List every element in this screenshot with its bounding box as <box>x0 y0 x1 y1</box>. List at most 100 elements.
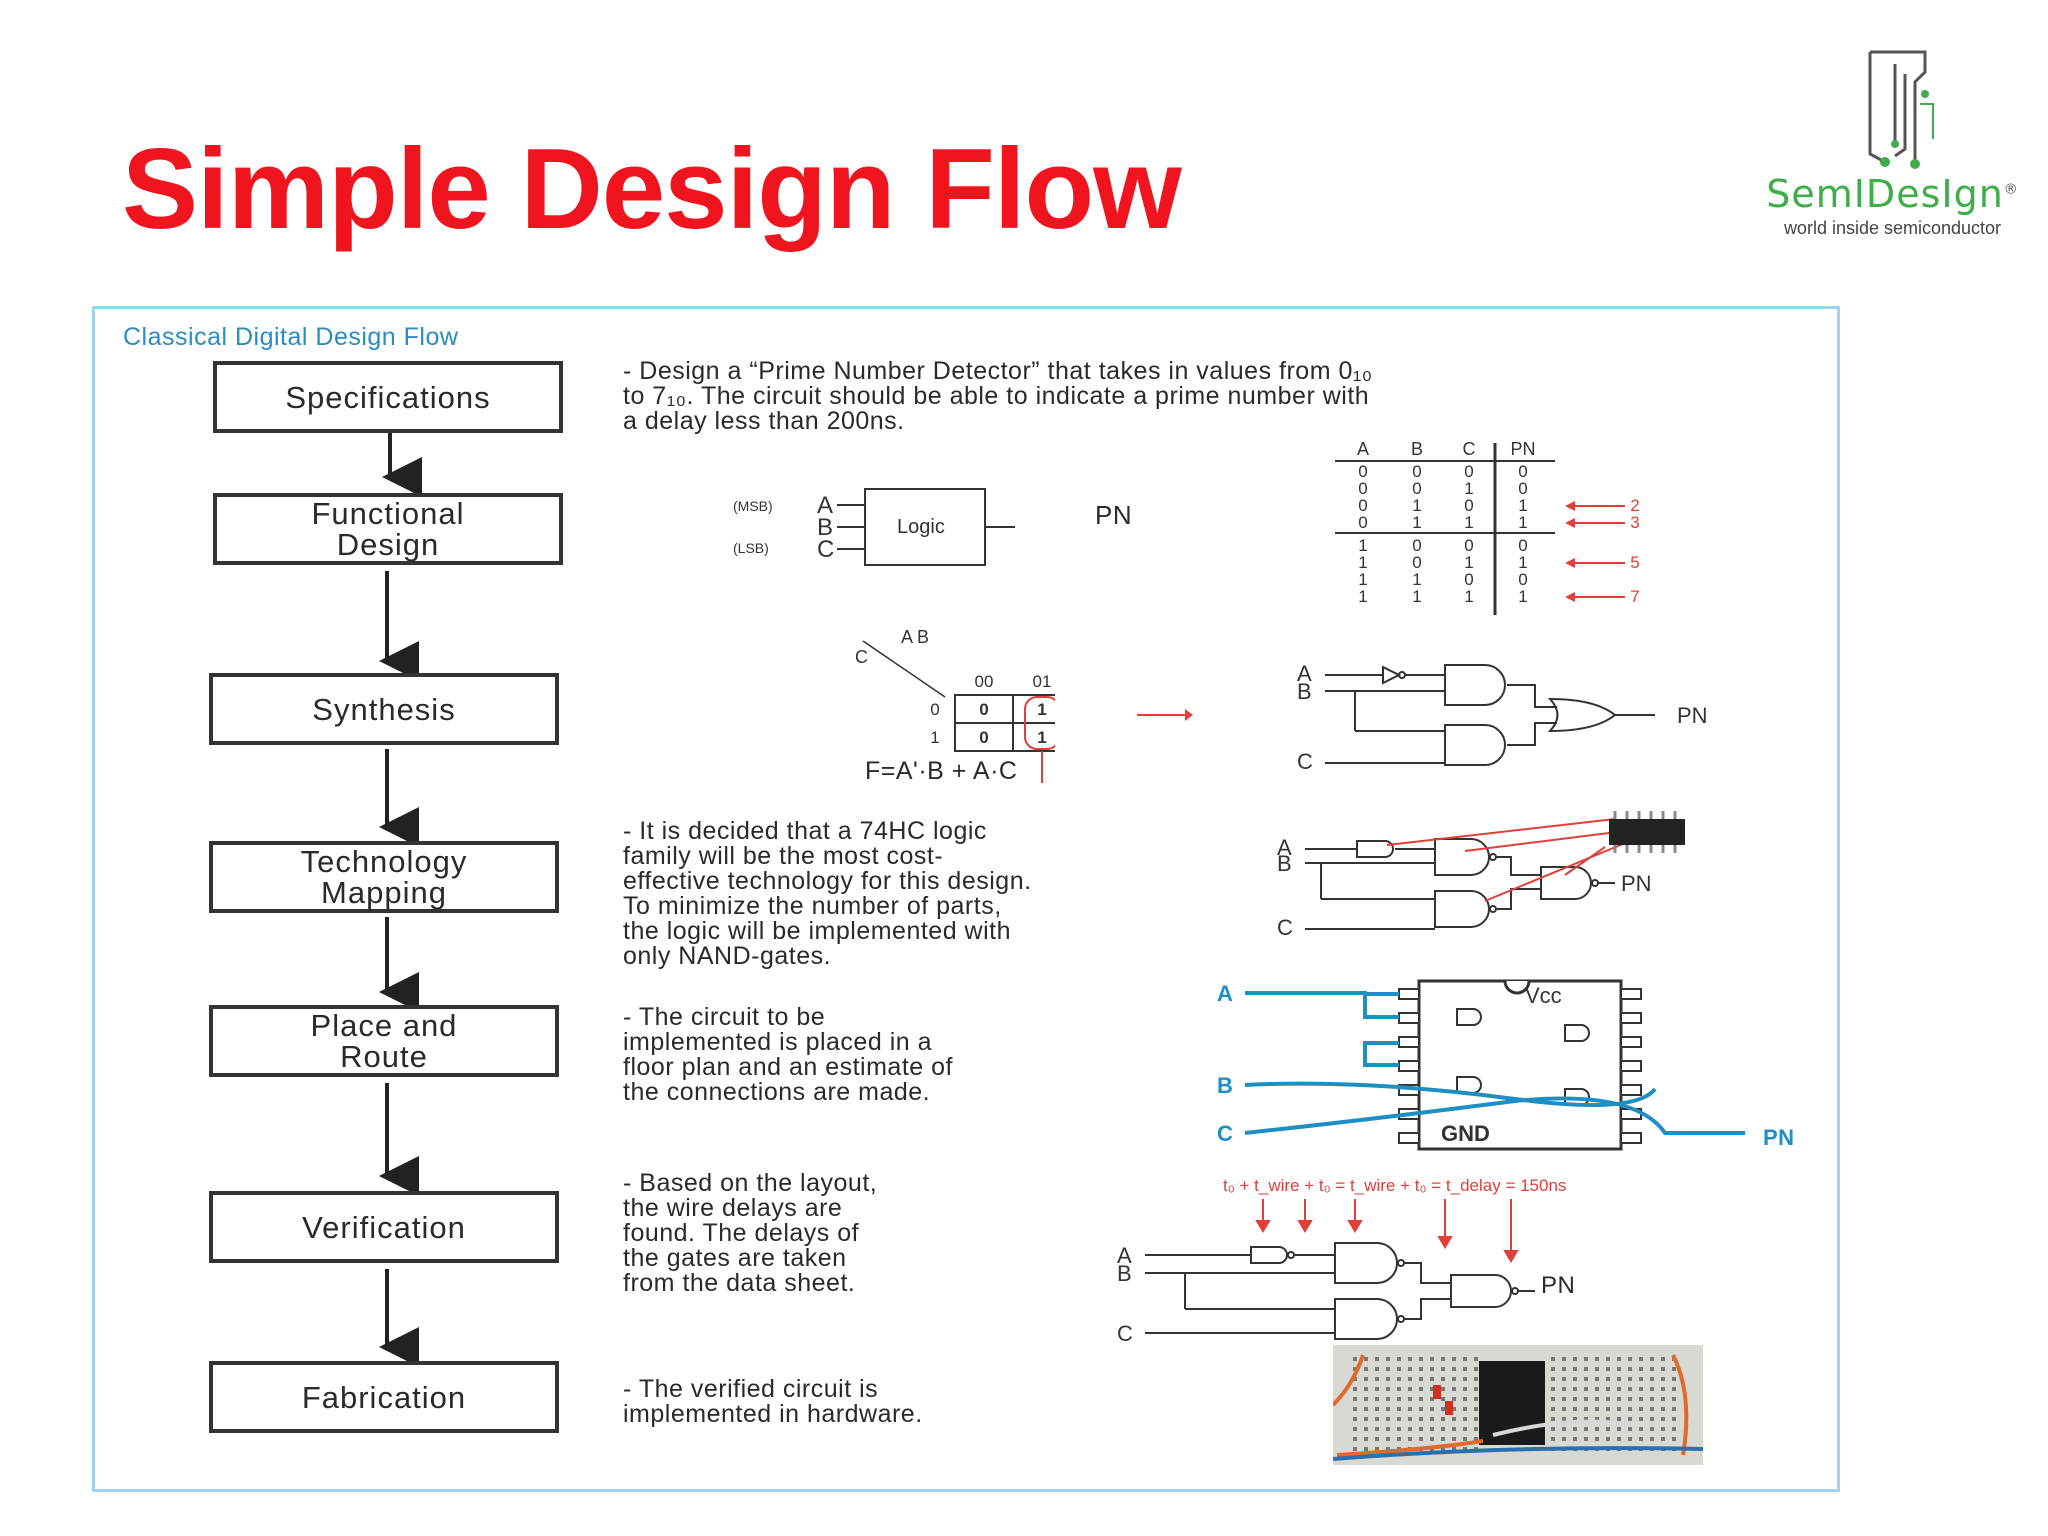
breadboard-hole <box>1573 1437 1577 1441</box>
functional-block-diagram: (MSB) (LSB) A B C Logic <box>733 488 1015 566</box>
breadboard-hole <box>1364 1417 1368 1421</box>
breadboard-hole <box>1584 1427 1588 1431</box>
design-flow-panel: Classical Digital Design Flow Specificat… <box>92 306 1840 1492</box>
breadboard-hole <box>1606 1407 1610 1411</box>
breadboard-hole <box>1419 1437 1423 1441</box>
breadboard-hole <box>1386 1377 1390 1381</box>
breadboard-photo <box>1333 1345 1703 1465</box>
gnd-label: GND <box>1441 1121 1490 1146</box>
breadboard-hole <box>1661 1387 1665 1391</box>
breadboard-hole <box>1650 1367 1654 1371</box>
breadboard-hole <box>1661 1417 1665 1421</box>
truth-table-cell: 1 <box>1412 587 1421 606</box>
truth-table-header: B <box>1411 439 1423 459</box>
breadboard-hole <box>1595 1407 1599 1411</box>
breadboard-hole <box>1551 1437 1555 1441</box>
truth-table-cell: 1 <box>1358 553 1367 572</box>
synth-c-label: C <box>1297 749 1313 774</box>
synthesis-gate-circuit: A B C PN <box>1297 661 1708 774</box>
breadboard-hole <box>1430 1417 1434 1421</box>
breadboard-hole <box>1606 1417 1610 1421</box>
route-a-label: A <box>1217 981 1233 1006</box>
breadboard-hole <box>1562 1407 1566 1411</box>
input-c-label: C <box>817 536 834 563</box>
breadboard-hole <box>1661 1397 1665 1401</box>
breadboard-hole <box>1573 1387 1577 1391</box>
breadboard-hole <box>1375 1357 1379 1361</box>
prime-arrowhead <box>1565 518 1575 528</box>
breadboard-hole <box>1606 1357 1610 1361</box>
breadboard-hole <box>1353 1427 1357 1431</box>
breadboard-hole <box>1419 1407 1423 1411</box>
breadboard-hole <box>1562 1437 1566 1441</box>
breadboard-hole <box>1408 1387 1412 1391</box>
breadboard-hole <box>1397 1397 1401 1401</box>
breadboard-hole <box>1551 1417 1555 1421</box>
breadboard-hole <box>1364 1397 1368 1401</box>
breadboard-hole <box>1617 1437 1621 1441</box>
breadboard-hole <box>1441 1437 1445 1441</box>
logo-name: SemIDesIgn® <box>1766 172 2019 216</box>
breadboard-hole <box>1562 1427 1566 1431</box>
breadboard-hole <box>1463 1437 1467 1441</box>
kmap-cell <box>954 694 1014 724</box>
input-b-label: B <box>817 514 833 541</box>
breadboard-hole <box>1573 1417 1577 1421</box>
breadboard-hole <box>1639 1407 1643 1411</box>
breadboard-hole <box>1661 1357 1665 1361</box>
truth-table-cell: 1 <box>1464 479 1473 498</box>
breadboard-hole <box>1584 1377 1588 1381</box>
breadboard-hole <box>1452 1387 1456 1391</box>
breadboard-hole <box>1375 1417 1379 1421</box>
kmap-row-label: 1 <box>930 728 939 747</box>
breadboard-hole <box>1573 1377 1577 1381</box>
breadboard-hole <box>1573 1367 1577 1371</box>
kmap-row-label: 0 <box>930 700 939 719</box>
breadboard-hole <box>1353 1357 1357 1361</box>
breadboard-hole <box>1397 1417 1401 1421</box>
breadboard-hole <box>1474 1377 1478 1381</box>
breadboard-hole <box>1551 1367 1555 1371</box>
input-a-label: A <box>817 492 833 519</box>
breadboard-hole <box>1430 1367 1434 1371</box>
breadboard-hole <box>1474 1437 1478 1441</box>
breadboard-hole <box>1364 1437 1368 1441</box>
breadboard-hole <box>1562 1387 1566 1391</box>
breadboard-hole <box>1353 1367 1357 1371</box>
breadboard-hole <box>1562 1397 1566 1401</box>
truth-table-cell: 0 <box>1358 462 1367 481</box>
breadboard-hole <box>1364 1367 1368 1371</box>
breadboard-hole <box>1397 1377 1401 1381</box>
breadboard-hole <box>1595 1387 1599 1391</box>
breadboard-hole <box>1364 1357 1368 1361</box>
kmap-cell <box>1012 694 1055 724</box>
breadboard-hole <box>1672 1397 1676 1401</box>
breadboard-hole <box>1397 1407 1401 1411</box>
breadboard-hole <box>1386 1417 1390 1421</box>
breadboard-hole <box>1364 1377 1368 1381</box>
karnaugh-map: A BC000111100101000111 <box>855 627 1055 783</box>
truth-table-cell: 1 <box>1412 496 1421 515</box>
breadboard-hole <box>1419 1357 1423 1361</box>
breadboard-hole <box>1353 1437 1357 1441</box>
breadboard-hole <box>1672 1437 1676 1441</box>
breadboard-hole <box>1463 1377 1467 1381</box>
desc-fabrication: - The verified circuit is implemented in… <box>623 1375 923 1428</box>
breadboard-hole <box>1650 1437 1654 1441</box>
desc-technology-mapping: - It is decided that a 74HC logic family… <box>623 817 1032 970</box>
breadboard-hole <box>1408 1417 1412 1421</box>
breadboard-hole <box>1650 1387 1654 1391</box>
truth-table-header: C <box>1463 439 1476 459</box>
breadboard-hole <box>1639 1357 1643 1361</box>
kmap-value: 1 <box>1037 728 1046 747</box>
kmap-col-label: 00 <box>975 672 994 691</box>
breadboard-hole <box>1419 1417 1423 1421</box>
truth-table-cell: 1 <box>1412 513 1421 532</box>
breadboard-hole <box>1551 1357 1555 1361</box>
breadboard-hole <box>1606 1367 1610 1371</box>
truth-table-cell: 0 <box>1518 479 1527 498</box>
truth-table-cell: 0 <box>1358 496 1367 515</box>
breadboard-hole <box>1452 1377 1456 1381</box>
breadboard-hole <box>1562 1367 1566 1371</box>
breadboard-hole <box>1463 1367 1467 1371</box>
